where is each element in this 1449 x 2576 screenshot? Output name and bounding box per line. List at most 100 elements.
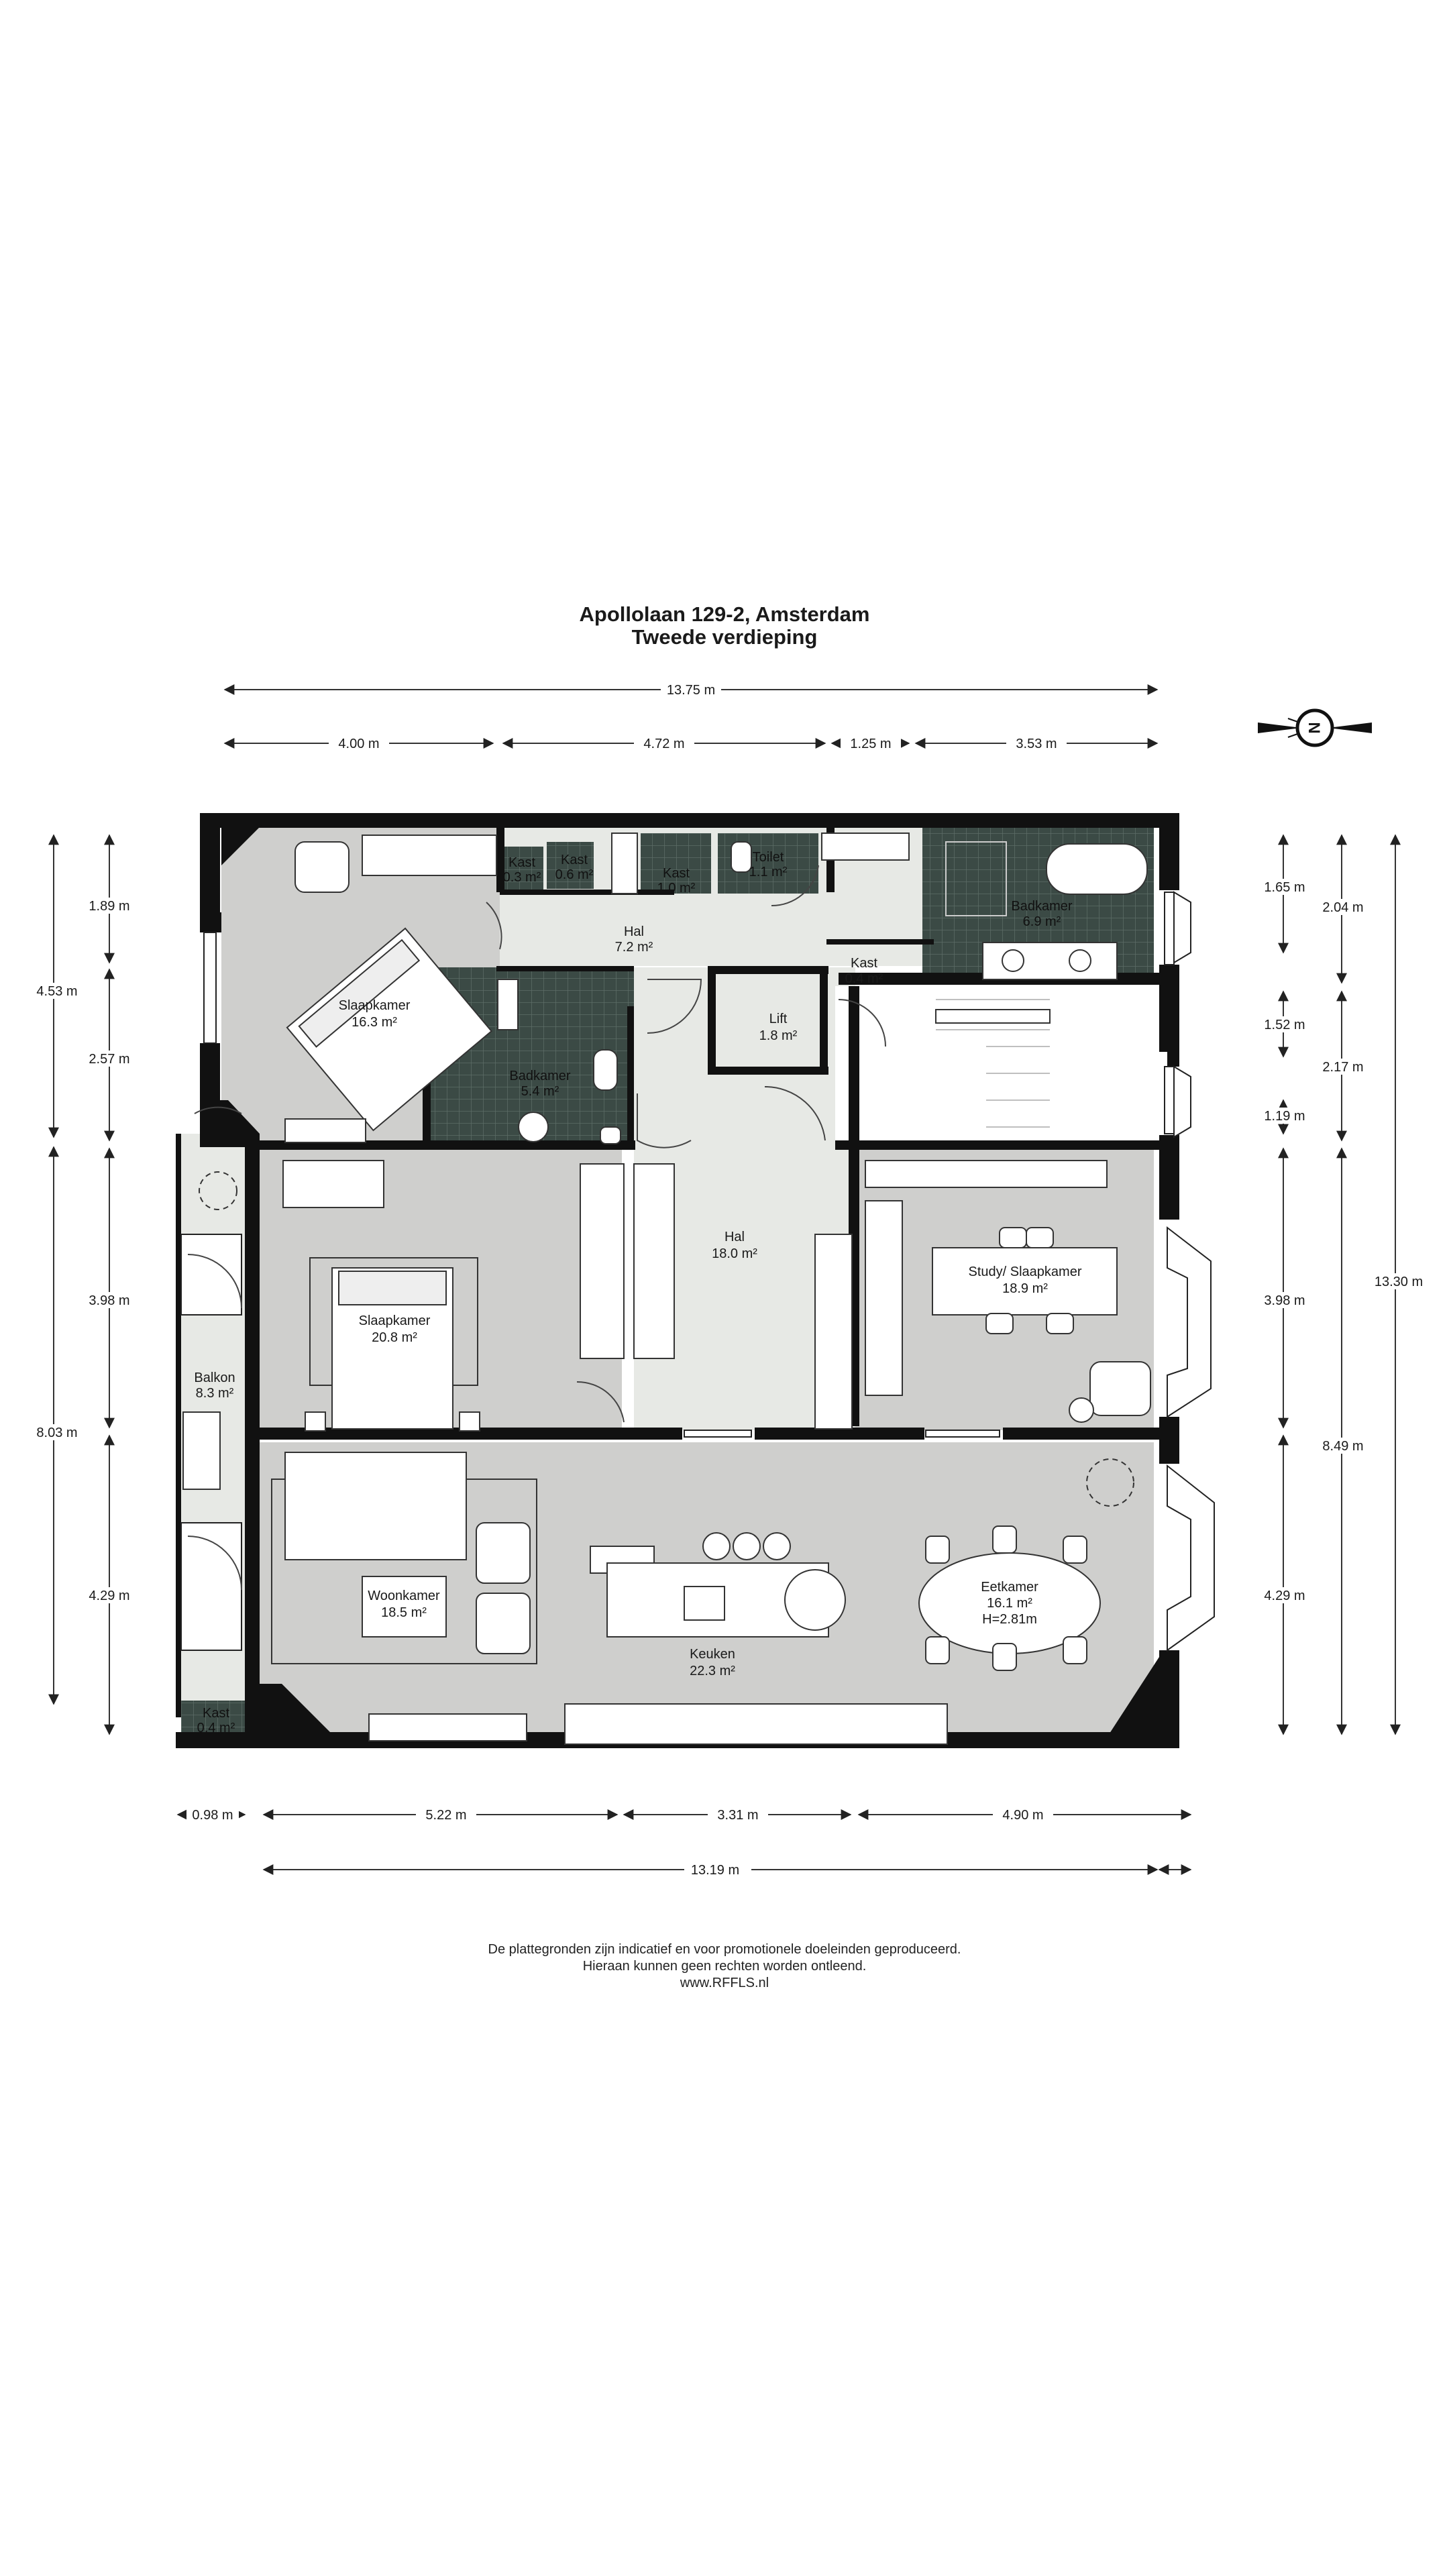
room-area: 8.3 m² xyxy=(196,1386,234,1401)
dim-bottom-2: 5.22 m xyxy=(425,1808,466,1823)
dim-top-total: 13.75 m xyxy=(667,683,715,698)
room-area: 6.9 m² xyxy=(1023,914,1061,929)
kast-b-floor xyxy=(547,842,594,889)
room-area: 18.9 m² xyxy=(1002,1281,1048,1296)
dim-left-inner-3: 3.98 m xyxy=(89,1293,129,1308)
chair xyxy=(992,1643,1017,1671)
chair xyxy=(925,1536,950,1564)
toilet-bowl xyxy=(731,841,752,873)
room-name: Badkamer xyxy=(509,1069,570,1083)
kast-c-floor xyxy=(641,833,711,894)
dresser xyxy=(284,1118,366,1143)
sofa xyxy=(284,1452,467,1560)
sink xyxy=(1069,949,1091,972)
room-name: Lift xyxy=(769,1012,788,1026)
desk xyxy=(282,1160,384,1208)
room-name: Balkon xyxy=(194,1371,235,1385)
room-name: Study/ Slaapkamer xyxy=(969,1265,1082,1279)
chair xyxy=(985,1313,1014,1334)
shelf xyxy=(865,1160,1108,1188)
kitchen-counter xyxy=(564,1703,948,1745)
dim-right-mid-2: 2.17 m xyxy=(1322,1060,1363,1075)
room-name: Kast xyxy=(508,855,535,870)
room-name: Kast xyxy=(851,956,877,971)
chair xyxy=(1026,1227,1054,1248)
room-name: Eetkamer xyxy=(981,1580,1038,1595)
windows xyxy=(180,891,1215,1652)
dim-top-1: 4.00 m xyxy=(338,737,379,751)
dim-left-inner-2: 2.57 m xyxy=(89,1052,129,1067)
shower xyxy=(945,841,1007,916)
bar-stool xyxy=(733,1532,761,1560)
room-height: H=2.81m xyxy=(982,1612,1037,1627)
room-name: Hal xyxy=(724,1230,745,1244)
room-name: Badkamer xyxy=(1011,899,1072,914)
cooktop xyxy=(684,1586,725,1621)
room-name: Keuken xyxy=(690,1647,735,1662)
room-area: 0.4 m² xyxy=(197,1721,235,1735)
wardrobe xyxy=(362,835,497,876)
sink xyxy=(1002,949,1024,972)
closet xyxy=(633,1163,675,1359)
closet xyxy=(865,1200,903,1396)
room-area: 0.3 m² xyxy=(503,870,541,885)
plan-title: Apollolaan 129-2, Amsterdam xyxy=(579,602,870,626)
tv-unit xyxy=(368,1713,527,1741)
closet xyxy=(580,1163,625,1359)
bar-table xyxy=(784,1569,846,1631)
room-name: Slaapkamer xyxy=(359,1313,431,1328)
sink xyxy=(600,1126,621,1144)
coffee-table xyxy=(362,1576,447,1638)
plan-subtitle: Tweede verdieping xyxy=(631,625,818,649)
armchair xyxy=(476,1522,531,1584)
room-area: 7.2 m² xyxy=(615,940,653,955)
compass-letter: N xyxy=(1305,722,1323,733)
bed xyxy=(286,927,493,1132)
dim-right-inner-4: 3.98 m xyxy=(1264,1293,1305,1308)
dim-left-inner-1: 1.89 m xyxy=(89,899,129,914)
cabinet xyxy=(821,833,910,861)
plant-icon xyxy=(199,1171,237,1210)
furniture xyxy=(182,833,1151,1745)
dim-bottom-4: 4.90 m xyxy=(1002,1808,1043,1823)
dim-right-inner-3: 1.19 m xyxy=(1264,1109,1305,1124)
side-table xyxy=(1069,1397,1094,1423)
room-area: 16.3 m² xyxy=(352,1015,397,1030)
pillow xyxy=(338,1271,447,1305)
dim-bottom-total: 13.19 m xyxy=(691,1863,739,1878)
website-link: www.RFFLS.nl xyxy=(680,1976,769,1990)
chair xyxy=(999,1227,1027,1248)
shower-cabinet xyxy=(611,833,638,894)
room-area: 20.8 m² xyxy=(372,1330,417,1345)
dim-bottom-3: 3.31 m xyxy=(717,1808,758,1823)
pillow xyxy=(298,938,421,1048)
stair-landing xyxy=(935,1009,1051,1024)
washbasin xyxy=(518,1112,549,1142)
dim-right-inner-1: 1.65 m xyxy=(1264,880,1305,895)
compass-icon: N xyxy=(1258,708,1372,747)
nightstand xyxy=(459,1411,480,1432)
room-labels: Slaapkamer 16.3 m² Kast 0.3 m² Kast 0.6 … xyxy=(194,850,1081,1735)
disclaimer-line-2: Hieraan kunnen geen rechten worden ontle… xyxy=(582,1959,867,1974)
room-name: Kast xyxy=(561,853,588,867)
dim-right-outer: 13.30 m xyxy=(1375,1275,1423,1289)
dim-right-mid-1: 2.04 m xyxy=(1322,900,1363,915)
dim-left-inner-4: 4.29 m xyxy=(89,1589,129,1603)
bar-stool xyxy=(763,1532,791,1560)
dim-bottom-1: 0.98 m xyxy=(192,1808,233,1823)
room-name: Hal xyxy=(624,924,644,939)
dim-left-outer-1: 4.53 m xyxy=(36,984,77,999)
room-area: 0.6 m² xyxy=(555,867,594,882)
chair xyxy=(1046,1313,1074,1334)
room-area: 16.1 m² xyxy=(987,1596,1032,1611)
dim-right-inner-5: 4.29 m xyxy=(1264,1589,1305,1603)
dimension-labels: 13.75 m 4.00 m 4.72 m 1.25 m 3.53 m 0.98… xyxy=(27,682,1429,1878)
stair-steps xyxy=(936,999,1050,1128)
dim-top-2: 4.72 m xyxy=(643,737,684,751)
room-name: Toilet xyxy=(753,850,784,865)
room-area: 18.0 m² xyxy=(712,1246,757,1261)
dim-left-outer-2: 8.03 m xyxy=(36,1426,77,1440)
nightstand xyxy=(305,1411,326,1432)
bar-stool xyxy=(702,1532,731,1560)
